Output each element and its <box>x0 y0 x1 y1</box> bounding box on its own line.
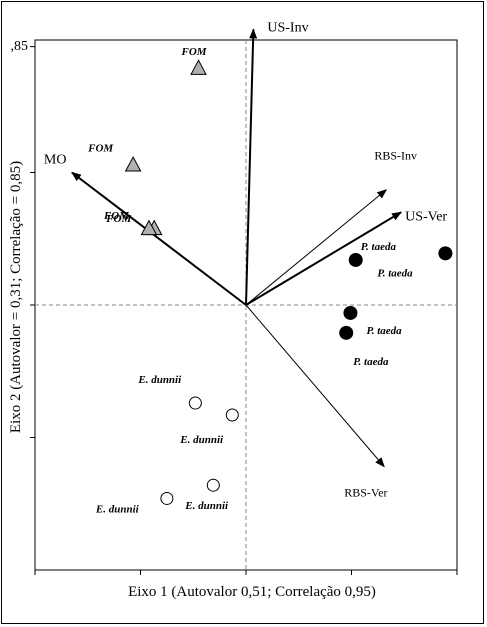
vector-arrow-us-inv <box>245 28 258 306</box>
point-label-p-taeda-1: P. taeda <box>377 267 413 279</box>
vector-label-mo: MO <box>44 153 67 168</box>
point-e-dunnii-2 <box>206 478 220 492</box>
point-e-dunnii-0 <box>188 396 202 410</box>
vector-arrow-us-ver <box>245 211 402 306</box>
point-label-fom-0: FOM <box>181 46 208 58</box>
point-e-dunnii-1 <box>225 408 239 422</box>
point-fom-1 <box>124 155 142 172</box>
point-p-taeda-3 <box>339 325 354 340</box>
point-fom-3 <box>140 219 158 236</box>
vector-arrow-rbs-ver <box>245 304 385 468</box>
point-p-taeda-2 <box>343 305 358 320</box>
vector-label-us-ver: US-Ver <box>405 209 447 224</box>
vector-arrow-mo <box>71 171 247 306</box>
point-label-e-dunnii-0: E. dunnii <box>137 374 182 386</box>
point-label-p-taeda-3: P. taeda <box>353 356 389 368</box>
point-p-taeda-0 <box>348 252 363 267</box>
point-label-fom-1: FOM <box>87 143 114 155</box>
point-label-e-dunnii-1: E. dunnii <box>179 434 224 446</box>
point-label-fom-2: FOM <box>105 213 132 225</box>
point-fom-0 <box>190 59 207 75</box>
point-label-e-dunnii-2: E. dunnii <box>184 500 229 512</box>
point-label-p-taeda-0: P. taeda <box>361 241 397 253</box>
vector-arrow-rbs-inv <box>245 189 388 306</box>
vector-label-rbs-inv: RBS-Inv <box>374 149 417 163</box>
point-label-fom-3: FOM <box>103 210 130 222</box>
y-axis-title: Eixo 2 (Autovalor = 0,31; Correlação = 0… <box>8 161 24 433</box>
point-p-taeda-1 <box>438 246 453 261</box>
vector-label-us-inv: US-Inv <box>267 20 308 35</box>
y-tick-label-3: ,85 <box>11 39 29 54</box>
vector-label-rbs-ver: RBS-Ver <box>344 486 387 500</box>
point-e-dunnii-3 <box>160 491 174 505</box>
point-label-e-dunnii-3: E. dunnii <box>95 503 140 515</box>
point-label-p-taeda-2: P. taeda <box>366 325 402 337</box>
x-axis-title: Eixo 1 (Autovalor 0,51; Correlação 0,95) <box>128 584 376 600</box>
